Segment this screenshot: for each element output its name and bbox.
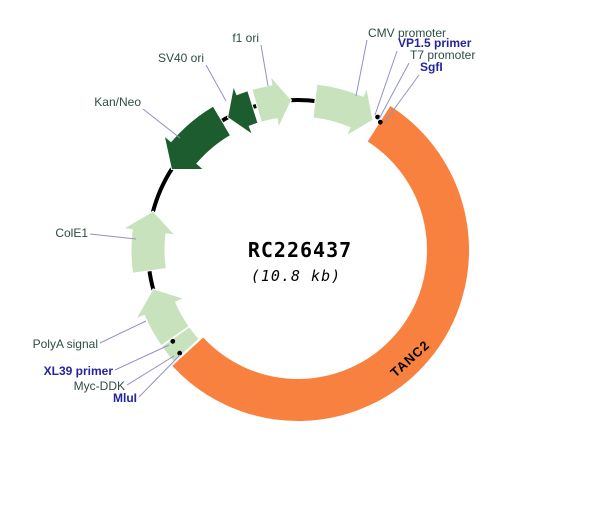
leader-polya-signal <box>99 320 147 344</box>
feature-kan-neo <box>163 105 232 170</box>
leader-cmv-promoter <box>355 39 368 97</box>
leader-vp15-primer <box>374 50 398 116</box>
site-ticks <box>170 114 383 356</box>
feature-myc-ddk <box>161 326 200 363</box>
backbone-circle <box>146 98 320 292</box>
leader-t7-promoter <box>378 62 410 120</box>
leader-myc-ddk <box>126 355 175 386</box>
leader-xl39-primer <box>114 344 170 371</box>
label-vp15-primer: VP1.5 primer <box>398 36 472 50</box>
plasmid-size: (10.8 kb) <box>251 267 341 285</box>
label-f1-ori: f1 ori <box>232 31 259 45</box>
label-mlui: MluI <box>113 391 137 405</box>
label-polya-signal: PolyA signal <box>33 337 98 351</box>
label-sv40-ori: SV40 ori <box>158 51 204 65</box>
label-t7-promoter: T7 promoter <box>410 48 475 62</box>
feature-cmv-promoter <box>312 83 374 138</box>
leader-cole1 <box>89 233 137 240</box>
leader-f1-ori <box>260 44 269 87</box>
feature-polya-signal <box>134 288 190 347</box>
leader-sv40-ori <box>205 64 227 102</box>
leader-kan-neo <box>142 108 181 139</box>
tick-xl39-primer <box>170 338 176 344</box>
tick-vp15-primer <box>375 114 380 120</box>
backbone-arc <box>288 98 320 104</box>
feature-f1-ori <box>251 74 293 130</box>
backbone-arc <box>150 165 176 216</box>
feature-tanc2 <box>170 104 471 423</box>
label-kan-neo: Kan/Neo <box>94 95 141 109</box>
label-xl39-primer: XL39 primer <box>44 364 114 378</box>
feature-cole1 <box>121 210 177 274</box>
label-myc-ddk: Myc-DDK <box>74 379 125 393</box>
leader-lines <box>89 39 420 398</box>
tick-mlui <box>177 350 183 356</box>
leader-mlui <box>138 354 181 398</box>
feature-arrows <box>121 74 471 423</box>
label-sgfi: SgfI <box>420 60 443 74</box>
plasmid-name: RC226437 <box>248 238 352 262</box>
label-cmv-promoter: CMV promoter <box>368 26 446 40</box>
label-cole1: ColE1 <box>55 226 88 240</box>
tick-sgfi <box>377 119 383 125</box>
leader-sgfi <box>383 74 420 124</box>
feature-sv40-ori <box>227 84 259 136</box>
